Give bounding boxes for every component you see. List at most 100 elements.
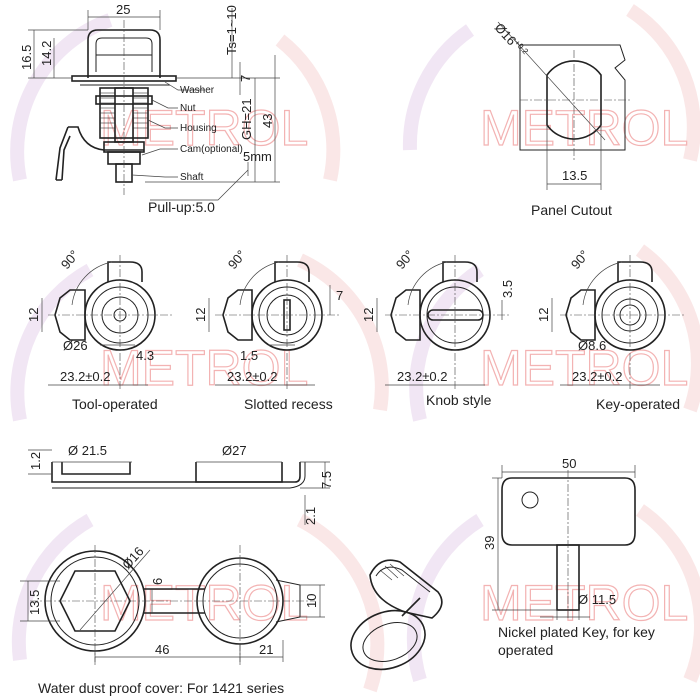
dim-gh: GH=21 [239, 98, 254, 140]
angle-90: 90° [58, 247, 82, 272]
dim-15: 1.5 [240, 348, 258, 363]
dim-d86: Ø8.6 [578, 338, 606, 353]
dim-232: 23.2±0.2 [572, 369, 623, 384]
cam-tab [565, 289, 596, 341]
cover-cap-small [61, 462, 131, 475]
dim-35: 3.5 [500, 280, 515, 298]
cam-upper [107, 261, 143, 282]
dim-ts: Ts=1~10 [224, 5, 239, 55]
watermark-ring [626, 4, 700, 162]
dim-43: 4.3 [136, 348, 154, 363]
leader-washer [164, 81, 205, 91]
pullup-leader [150, 169, 249, 201]
dim-232: 23.2±0.2 [60, 369, 111, 384]
key-caption-line2: operated [498, 642, 553, 658]
leader-housing [147, 119, 178, 129]
watermark-ring [636, 504, 700, 683]
caption-knob: Knob style [426, 392, 492, 408]
cover-isometric [350, 559, 443, 671]
cam-upper [274, 261, 310, 282]
watermark-ring [402, 24, 475, 151]
dim-d215: Ø 21.5 [68, 443, 107, 458]
iso-strap [401, 597, 421, 617]
panel-cutout: Ø16+0.2 13.5 Panel Cutout [492, 20, 630, 218]
leader-cam [141, 148, 178, 156]
watermark-ring [297, 253, 389, 412]
dim-46: 46 [155, 642, 169, 657]
key-caption-line1: Nickel plated Key, for key [498, 624, 655, 640]
angle-90: 90° [225, 247, 249, 272]
dim-21: 2.1 [303, 507, 318, 525]
label-shaft: Shaft [180, 172, 204, 183]
cam-tab [54, 289, 86, 341]
dim-232: 23.2±0.2 [227, 369, 278, 384]
dim-d16: Ø16+0.2 [492, 20, 531, 60]
dim-d27: Ø27 [222, 443, 247, 458]
dim-d26: Ø26 [63, 338, 88, 353]
dim-135: 13.5 [562, 168, 587, 183]
watermark-text: METROL [100, 575, 308, 631]
cam-tab [222, 289, 253, 341]
iso-ring-inner [362, 622, 418, 662]
rotation-arc [582, 261, 623, 306]
dim-135: 13.5 [27, 590, 42, 615]
front-view-knob: 90° 12 3.5 23.2±0.2 Knob style [361, 247, 515, 408]
dim-12: 12 [536, 308, 551, 322]
dim-21: 21 [259, 642, 273, 657]
panel-outline [519, 44, 626, 151]
dim-5mm: 5mm [243, 149, 272, 164]
rotation-arc [71, 261, 113, 306]
dim-10: 10 [304, 594, 319, 608]
label-nut: Nut [180, 103, 196, 114]
thread-hatch [100, 92, 148, 129]
cam-tab [390, 289, 421, 341]
angle-90: 90° [393, 247, 417, 272]
cover-outer [52, 462, 306, 489]
caption-slotted: Slotted recess [244, 396, 333, 412]
dim-232: 23.2±0.2 [397, 369, 448, 384]
key-drawing: 50 39 Ø 11.5 Nickel plated Key, for key … [482, 456, 655, 658]
iso-cap-hatch [379, 563, 405, 581]
cover-top-view: Ø16 6 13.5 10 46 21 Water dust proof cov… [20, 544, 325, 696]
watermark-ring [635, 244, 700, 413]
dim-12: 1.2 [28, 452, 43, 470]
caption-tool: Tool-operated [72, 396, 158, 412]
watermark-ring [10, 13, 113, 182]
iso-cap [369, 559, 443, 619]
dim-43: 43 [260, 114, 275, 128]
side-view: Washer Nut Housing Cam(optional) Shaft 2… [19, 2, 280, 215]
dim-12: 12 [26, 308, 41, 322]
pullup-label: Pull-up:5.0 [148, 199, 215, 215]
watermark-ring [10, 263, 94, 422]
dim-12: 12 [193, 308, 208, 322]
caption-key: Key-operated [596, 396, 680, 412]
lock-cam [55, 126, 144, 181]
leader-shaft [131, 174, 178, 178]
cover-caption: Water dust proof cover: For 1421 series [38, 680, 284, 696]
cover-cap-large [195, 462, 283, 483]
iso-cap-rim [375, 566, 431, 593]
angle-90: 90° [568, 247, 592, 272]
dim-height-142: 14.2 [39, 41, 54, 66]
watermark-ring [296, 513, 385, 693]
watermark-text: METROL [480, 575, 688, 631]
panel-cutout-caption: Panel Cutout [531, 202, 612, 218]
iso-ring-outer [350, 609, 426, 671]
leader-nut [151, 99, 178, 109]
key-hole [521, 491, 539, 509]
front-view-key: 90° 12 Ø8.6 23.2±0.2 Key-operated [536, 247, 685, 412]
dim-75: 7.5 [319, 471, 334, 489]
dim-50: 50 [562, 456, 576, 471]
dim-7: 7 [336, 288, 343, 303]
cover-side-view: Ø 21.5 Ø27 1.2 7.5 2.1 [28, 443, 334, 525]
label-washer: Washer [180, 85, 215, 96]
dim-7: 7 [238, 75, 253, 82]
dim-line-d16 [79, 549, 151, 631]
label-cam: Cam(optional) [180, 144, 243, 155]
front-view-slotted: 90° 12 7 1.5 23.2±0.2 Slotted recess [193, 247, 343, 412]
dim-height-165: 16.5 [19, 45, 34, 70]
dim-12: 12 [361, 308, 376, 322]
watermark-text: METROL [100, 340, 308, 396]
